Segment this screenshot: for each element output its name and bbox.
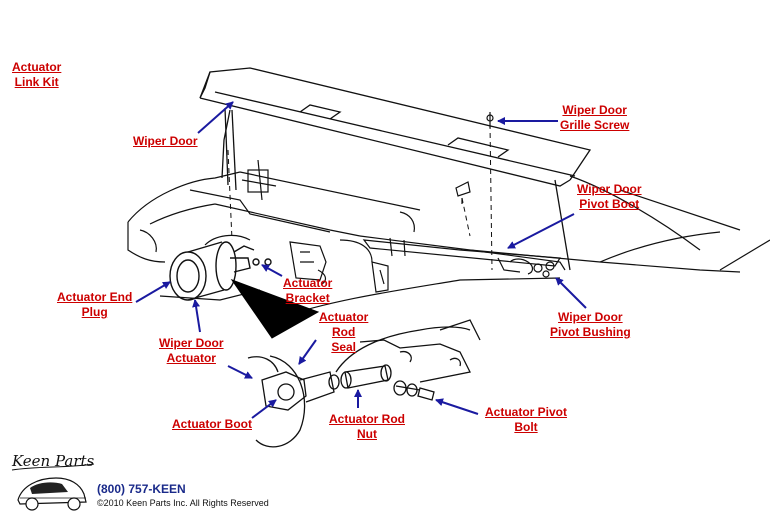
label-line: Nut xyxy=(357,427,377,441)
label-line: Actuator Boot xyxy=(172,417,252,431)
label-actuator-link-kit[interactable]: Actuator Link Kit xyxy=(12,60,61,90)
label-wiper-door-actuator[interactable]: Wiper Door Actuator xyxy=(159,336,224,366)
label-line: Bolt xyxy=(514,420,538,434)
arrow-wiper-door-actuator-2 xyxy=(227,365,253,379)
label-line: Actuator xyxy=(319,310,369,324)
arrow-rod-seal xyxy=(298,339,317,365)
arrow-actuator-boot xyxy=(251,399,277,419)
label-actuator-end-plug[interactable]: Actuator End Plug xyxy=(57,290,132,320)
actuator-cylinder xyxy=(169,241,272,301)
leader-arrows xyxy=(135,101,587,419)
label-line: Rod xyxy=(332,325,356,339)
label-line: Wiper Door xyxy=(159,336,224,350)
label-wiper-door[interactable]: Wiper Door xyxy=(133,134,198,149)
arrow-pivot-boot xyxy=(507,213,575,249)
label-line: Actuator xyxy=(166,351,216,365)
label-line: Actuator End xyxy=(57,290,133,304)
keen-parts-logo[interactable]: Keen Parts xyxy=(8,448,98,514)
label-actuator-rod-seal[interactable]: Actuator Rod Seal xyxy=(319,310,368,355)
triangle-shade xyxy=(230,278,320,339)
label-actuator-boot[interactable]: Actuator Boot xyxy=(172,417,252,432)
label-line: Pivot Boot xyxy=(579,197,640,211)
actuator-lower-assembly xyxy=(247,319,481,448)
wiper-door-part xyxy=(199,67,592,271)
arrow-pivot-bolt xyxy=(435,398,479,415)
arrow-actuator-bracket xyxy=(261,264,283,277)
arrow-end-plug xyxy=(135,281,171,303)
label-line: Actuator Pivot xyxy=(485,405,568,419)
arrow-wiper-door xyxy=(197,101,234,134)
label-wiper-door-grille-screw[interactable]: Wiper Door Grille Screw xyxy=(560,103,629,133)
label-wiper-door-pivot-bushing[interactable]: Wiper Door Pivot Bushing xyxy=(550,310,631,340)
arrow-pivot-bushing xyxy=(555,277,587,309)
label-actuator-bracket[interactable]: Actuator Bracket xyxy=(283,276,332,306)
label-line: Grille Screw xyxy=(560,118,630,132)
body-outline xyxy=(127,171,770,319)
label-line: Plug xyxy=(81,305,108,319)
label-line: Pivot Bushing xyxy=(550,325,631,339)
label-line: Bracket xyxy=(285,291,330,305)
phone-number[interactable]: (800) 757-KEEN xyxy=(97,482,186,496)
guide-lines xyxy=(227,123,493,271)
label-line: Actuator xyxy=(12,60,62,74)
label-line: Seal xyxy=(331,340,357,354)
label-line: Wiper Door xyxy=(562,103,627,117)
label-line: Wiper Door xyxy=(133,134,198,148)
arrow-wiper-door-actuator xyxy=(192,299,201,333)
copyright: ©2010 Keen Parts Inc. All Rights Reserve… xyxy=(97,498,269,508)
hinge-assemblies xyxy=(241,112,562,293)
label-actuator-pivot-bolt[interactable]: Actuator Pivot Bolt xyxy=(485,405,567,435)
label-line: Link Kit xyxy=(14,75,59,89)
label-wiper-door-pivot-boot[interactable]: Wiper Door Pivot Boot xyxy=(577,182,642,212)
label-line: Actuator Rod xyxy=(329,412,405,426)
label-line: Wiper Door xyxy=(558,310,623,324)
label-line: Wiper Door xyxy=(577,182,642,196)
label-line: Actuator xyxy=(283,276,333,290)
label-actuator-rod-nut[interactable]: Actuator Rod Nut xyxy=(329,412,405,442)
